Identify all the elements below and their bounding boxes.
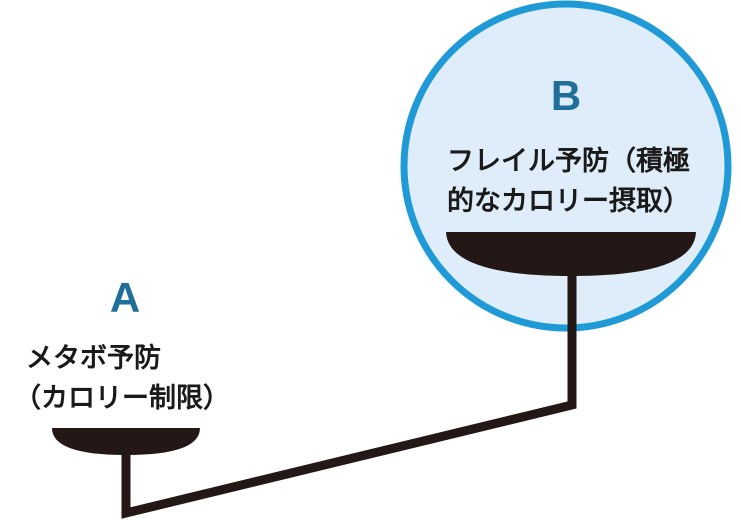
option-a-label-line1: メタボ予防 xyxy=(26,343,161,374)
bowl-pan-icon xyxy=(446,232,696,276)
bowl-pan-icon xyxy=(52,428,200,455)
option-a-letter: A xyxy=(110,274,140,321)
option-b-label-line2: 的なカロリー摂取） xyxy=(447,185,690,217)
right-pan xyxy=(446,232,696,276)
option-a: A メタボ予防 （カロリー制限） xyxy=(14,274,230,414)
option-b-letter: B xyxy=(551,72,581,119)
scale-beam xyxy=(121,255,577,519)
option-b-label-line1: フレイル予防（積極 xyxy=(447,146,690,177)
option-a-label-line2: （カロリー制限） xyxy=(14,383,230,414)
left-pan xyxy=(52,428,200,455)
option-b: B フレイル予防（積極 的なカロリー摂取） xyxy=(447,72,690,217)
